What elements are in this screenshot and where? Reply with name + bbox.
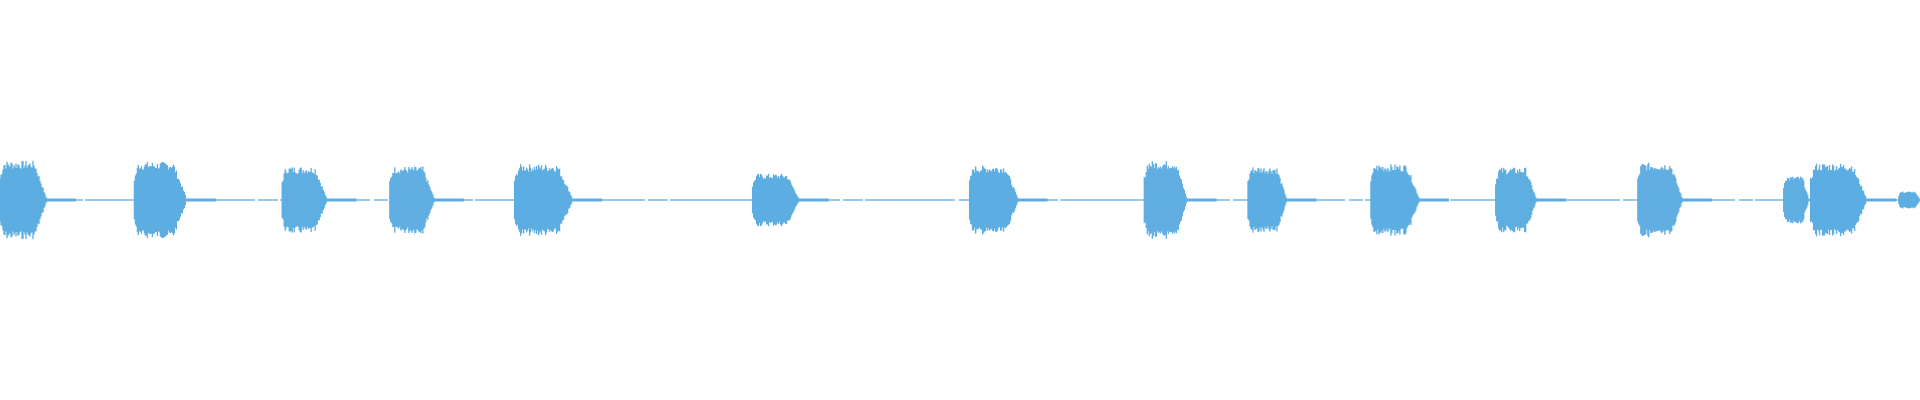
waveform-burst (1495, 167, 1566, 233)
waveform-burst (513, 164, 603, 236)
waveform-burst (133, 161, 217, 239)
waveform-burst (0, 160, 77, 240)
waveform-burst (1370, 164, 1449, 236)
waveform-burst (1143, 161, 1217, 239)
waveform-burst (751, 173, 829, 227)
waveform-burst (1898, 191, 1920, 209)
waveform-burst (389, 166, 464, 234)
waveform-burst (1247, 167, 1317, 233)
waveform-burst (968, 165, 1048, 235)
waveform-burst (281, 167, 357, 233)
waveform-burst (1809, 163, 1897, 237)
waveform-burst (1637, 162, 1712, 238)
